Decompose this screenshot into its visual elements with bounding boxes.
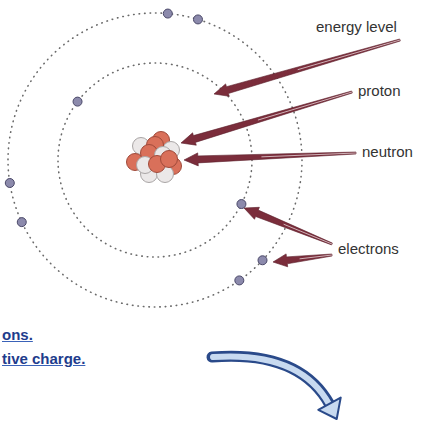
curved-arrow: [212, 356, 341, 419]
pointer-arrow-body: [273, 254, 332, 267]
electron-dot: [258, 256, 267, 265]
electron-dot: [235, 276, 244, 285]
body-text: tive charge.: [2, 350, 85, 368]
part-label: electrons: [338, 240, 399, 258]
curved-arrow-body: [212, 356, 330, 405]
pointer-arrow-shine: [284, 224, 332, 244]
pointer-arrow-shine: [258, 92, 352, 120]
energy-level-orbit: [8, 13, 302, 307]
body-text: ons.: [2, 326, 33, 344]
electron-dot: [5, 178, 14, 187]
pointer-arrow-shine: [261, 153, 356, 157]
proton-ball: [161, 151, 178, 168]
pointer-arrow: [244, 207, 332, 245]
pointer-arrow-body: [184, 152, 356, 166]
pointer-arrow: [184, 152, 356, 166]
pointer-arrow: [181, 91, 352, 145]
pointer-arrow-body: [181, 91, 352, 145]
pointer-arrow: [273, 254, 332, 267]
electron-dot: [163, 9, 172, 18]
pointer-arrow-shine: [298, 40, 400, 70]
electron-dot: [73, 97, 82, 106]
part-label: neutron: [362, 143, 413, 161]
pointer-arrow-shine: [300, 255, 332, 259]
pointer-arrow-body: [244, 207, 332, 245]
part-label: proton: [358, 82, 401, 100]
part-label: energy level: [316, 18, 397, 36]
electron-dot: [193, 15, 202, 24]
curved-arrow-head: [318, 398, 340, 419]
electron-dot: [17, 218, 26, 227]
curved-arrow-fill: [213, 356, 329, 404]
electron-dot: [237, 200, 246, 209]
